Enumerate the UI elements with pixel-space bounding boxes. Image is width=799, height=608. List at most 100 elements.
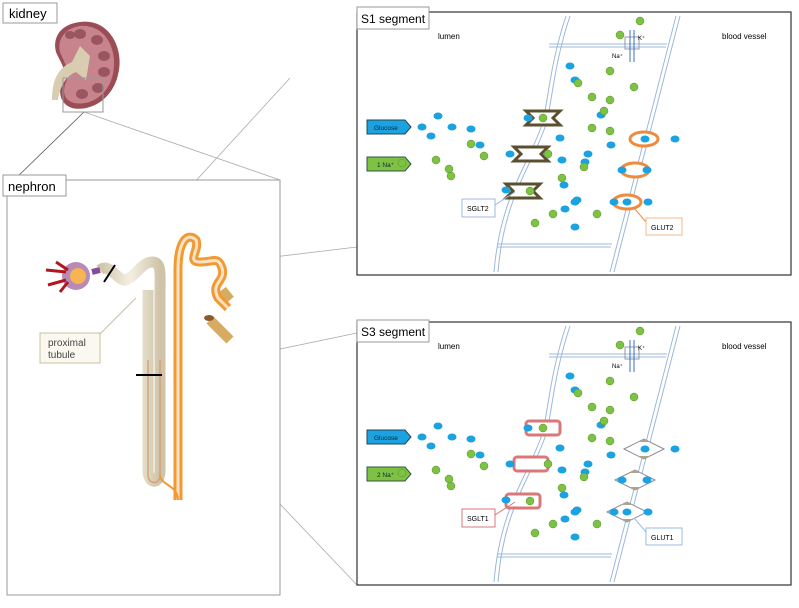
glucose-molecule [642,166,652,174]
na-k-pump [624,36,640,50]
glucose-molecule [555,444,565,452]
svg-text:tubule: tubule [48,350,76,361]
apical-transporter-label: SGLT1 [467,516,489,523]
s1-section-marker [103,264,116,283]
glucose-label: Glucose [374,435,398,442]
glucose-arrow [366,119,412,135]
glucose-molecule [523,424,533,432]
glucose-molecule [559,181,569,189]
sodium-ion [479,461,489,471]
nephron-label: nephron [2,174,67,197]
svg-text:kidney: kidney [9,6,47,21]
sodium-ion [444,474,454,484]
glucose-molecule [447,433,457,441]
svg-text:nephron: nephron [8,179,56,194]
sodium-ion [635,16,645,26]
sodium-ion [525,186,535,196]
glucose-molecule [643,198,653,206]
sodium-ion [444,164,454,174]
kidney-label: kidney [2,2,58,24]
k-label: K⁺ [638,35,645,42]
sodium-label: 2 Na⁺ [377,472,395,479]
basolateral-leader [633,207,647,223]
sodium-ion [466,139,476,149]
sodium-ion [446,171,456,181]
glucose-molecule [583,460,593,468]
basolateral-transporter-label: GLUT2 [651,225,674,232]
glucose-molecule [505,460,515,468]
membrane-line [497,325,571,583]
sodium-ion [605,66,615,76]
glucose-molecule [622,508,632,516]
glucose-molecule [606,451,616,459]
glucose-molecule [606,141,616,149]
glucose-molecule [622,198,632,206]
glucose-molecule [670,445,680,453]
sodium-ion [431,465,441,475]
glucose-molecule [501,496,511,504]
sodium-ion [397,158,407,168]
glucose-molecule [433,422,443,430]
glucose-molecule [565,372,575,380]
glucose-molecule [570,508,580,516]
apical-transporter-label: SGLT2 [467,206,489,213]
glucose-molecule [523,114,533,122]
glucose-molecule [557,466,567,474]
sodium-ion [538,423,548,433]
glucose-molecule [426,132,436,140]
glucose-molecule [466,435,476,443]
glucose-molecule [640,445,650,453]
sodium-ion [615,30,625,40]
sodium-ion [592,519,602,529]
glucose-molecule [501,186,511,194]
sodium-ion [587,402,597,412]
glucose-molecule [426,442,436,450]
sodium-ion [629,392,639,402]
glucose-molecule [475,451,485,459]
glut1-transporter [613,469,657,491]
blood-vessel-label: blood vessel [722,342,767,351]
sodium-ion [605,436,615,446]
panel-frame [356,11,792,276]
panel-title: S3 segment [361,325,426,339]
sodium-ion [548,209,558,219]
sodium-ion [629,82,639,92]
glucose-molecule [570,533,580,541]
glucose-molecule [417,123,427,131]
sodium-ion [525,496,535,506]
sodium-ion [446,481,456,491]
sodium-ion [587,92,597,102]
glucose-molecule [670,135,680,143]
sodium-ion [557,173,567,183]
sodium-ion [635,326,645,336]
sodium-ion [592,209,602,219]
glucose-molecule [433,112,443,120]
apical-transporter-label-box [461,508,496,528]
sodium-ion [466,449,476,459]
sodium-ion [599,106,609,116]
glucose-molecule [557,156,567,164]
panel-title-box [356,6,430,30]
sodium-ion [605,376,615,386]
lumen-label: lumen [438,342,460,351]
sodium-ion [543,459,553,469]
kidney-illustration [52,21,120,113]
sodium-ion [397,468,407,478]
glucose-molecule [555,134,565,142]
sodium-ion [605,405,615,415]
sodium-ion [557,483,567,493]
blood-vessel-label: blood vessel [722,32,767,41]
sodium-ion [599,416,609,426]
apical-transporter-label-box [461,198,496,218]
sodium-ion [605,126,615,136]
sodium-ion [605,95,615,105]
panel-frame [356,321,792,586]
sodium-ion [587,123,597,133]
glucose-molecule [609,198,619,206]
glucose-molecule [466,125,476,133]
glucose-molecule [617,476,627,484]
glucose-molecule [617,166,627,174]
glucose-label: Glucose [374,125,398,132]
